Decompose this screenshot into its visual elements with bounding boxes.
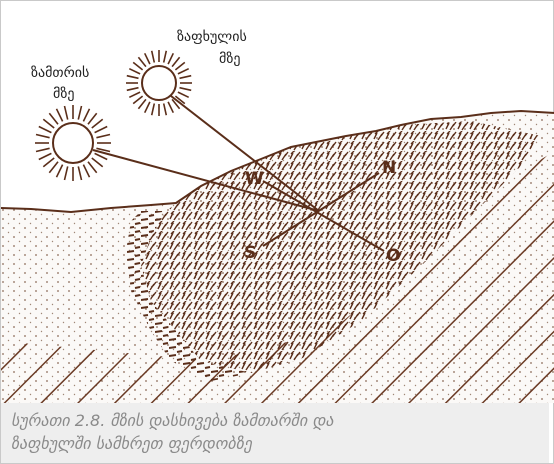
sun-ray: [88, 162, 97, 173]
sun-ray: [180, 76, 192, 79]
sun-ray: [96, 135, 110, 138]
sun-ray: [83, 165, 89, 178]
slope-illustration: N W S O ზაფხულის მზე ზამთრის მზე: [1, 1, 554, 403]
summer-sun-label-1: ზაფხულის: [177, 29, 247, 45]
sun-ray: [95, 127, 108, 133]
sun-ray: [168, 102, 173, 113]
east-label: O: [386, 246, 400, 266]
sun-ray: [133, 96, 142, 104]
sun-ray: [145, 53, 150, 64]
sun-ray: [127, 88, 139, 91]
caption-line-2: ზაფხულში სამხრეთ ფერდობზე: [11, 432, 549, 455]
sun-ray: [175, 62, 184, 70]
figure-caption: სურათი 2.8. მზის დასხივება ზამთარში და ზ…: [1, 403, 549, 463]
caption-line-1: სურათი 2.8. მზის დასხივება ზამთარში და: [11, 409, 549, 432]
sun-ray: [49, 113, 58, 124]
sun-ray: [83, 109, 89, 122]
sun-ray: [178, 92, 189, 97]
sun-ray: [92, 158, 103, 167]
sun-ray: [180, 88, 192, 91]
sun-ray: [65, 166, 68, 180]
sun-ray: [129, 92, 140, 97]
north-label: N: [382, 158, 396, 178]
sun-ray: [178, 69, 189, 74]
sun-ray: [36, 135, 50, 138]
sun-ray: [138, 57, 146, 66]
sun-ray: [57, 165, 63, 178]
sun-ray: [43, 158, 54, 167]
sun-ray: [39, 127, 52, 133]
sun-ray: [78, 166, 81, 180]
sun-ray: [65, 106, 68, 120]
sun-ray: [36, 148, 50, 151]
sun-ray: [145, 102, 150, 113]
sun-ray: [49, 162, 58, 173]
sun-ray: [78, 106, 81, 120]
sun-ray: [127, 76, 139, 79]
winter-sun-label-2: მზე: [53, 86, 74, 102]
summer-sun-icon: [126, 50, 192, 116]
sun-ray: [164, 104, 167, 116]
south-label: S: [244, 243, 256, 263]
sun-ray: [152, 51, 155, 63]
sun-ray: [57, 109, 63, 122]
sun-ray: [39, 153, 52, 159]
sun-ray: [172, 57, 180, 66]
sun-ray: [138, 99, 146, 108]
sun-ray: [92, 119, 103, 128]
sun-ray: [164, 51, 167, 63]
sun-ray: [88, 113, 97, 124]
sun-ray: [133, 62, 142, 70]
sun-ray: [43, 119, 54, 128]
winter-sun-icon: [35, 105, 111, 181]
summer-sun-label-2: მზე: [219, 51, 240, 67]
winter-sun-label-1: ზამთრის: [31, 64, 89, 81]
sun-ray: [152, 104, 155, 116]
west-label: W: [245, 169, 264, 189]
sun-ray: [168, 53, 173, 64]
sun-ray: [129, 69, 140, 74]
